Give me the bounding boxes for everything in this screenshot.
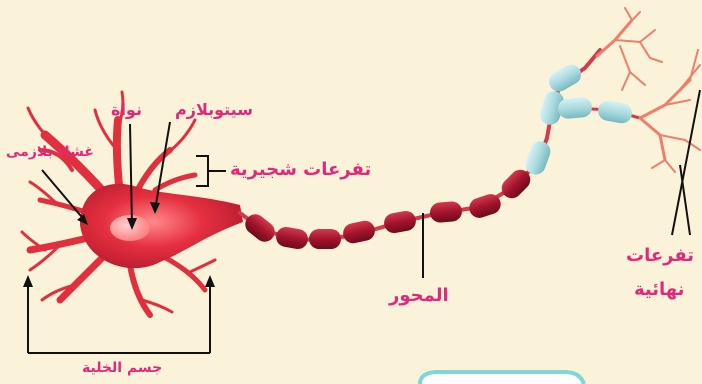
myelin-light-segments [523,61,634,178]
axon-terminals [597,8,700,172]
axon-label: المحور [389,286,449,306]
cell-body-shape [80,184,243,268]
terminal-branches-label-line2: نهائية [634,280,684,300]
dendrites-label: تفرعات شجيرية [230,160,371,180]
nucleus-label: نواة [111,101,142,119]
plasma-membrane-label: غشاء بلازمى [6,145,94,160]
cytoplasm-label: سيتوبلازم [175,101,253,119]
panel-edge-decoration [420,372,584,384]
terminal-branches-label-line1: تفرعات [626,246,694,266]
cell-body-label: جسم الخلية [82,361,162,376]
